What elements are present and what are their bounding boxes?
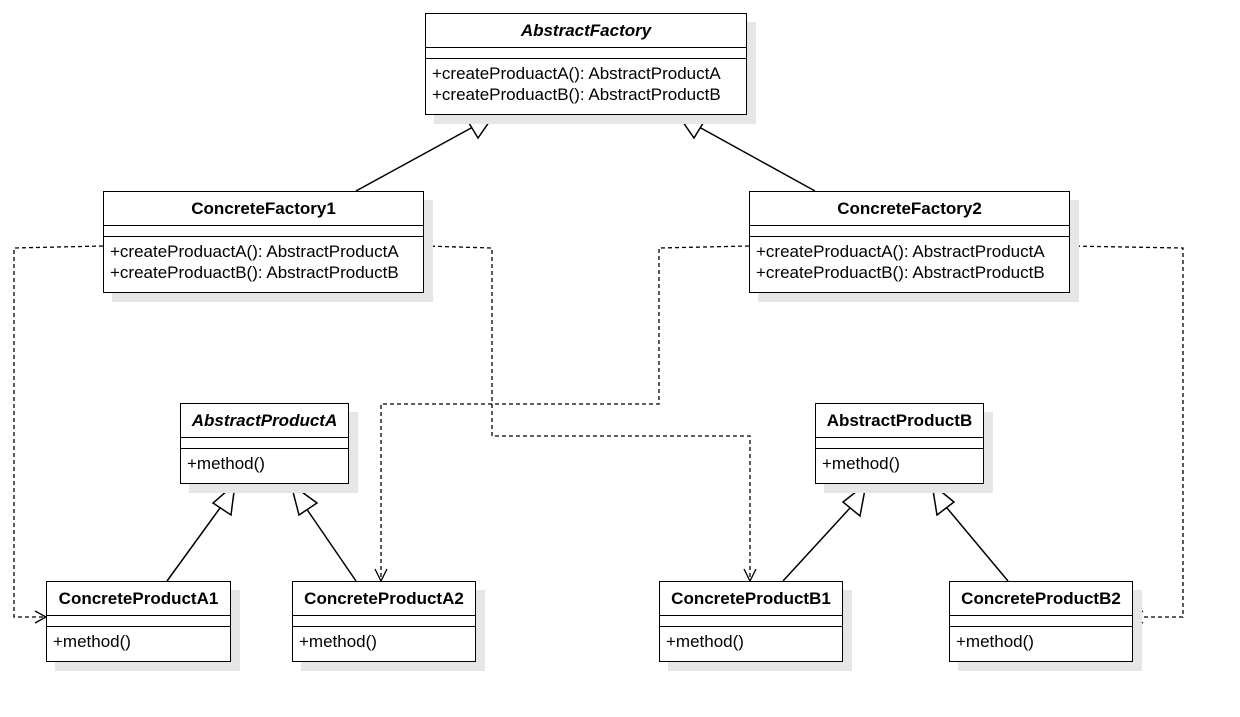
method: +method() [187,454,265,473]
class-methods: +method() [293,627,475,656]
class-attributes [750,226,1069,237]
class-abstract-product-a[interactable]: AbstractProductA +method() [180,403,349,484]
class-concrete-product-b1[interactable]: ConcreteProductB1 +method() [659,581,843,662]
method: +createProduactA(): AbstractProductA [110,242,399,261]
dependency-edge [1068,245,1184,618]
generalization-edge [698,126,816,192]
method: +method() [299,632,377,651]
class-name: ConcreteProductB1 [660,582,842,616]
class-attributes [181,438,348,449]
dependency-edge [423,245,751,580]
class-methods: +method() [660,627,842,656]
dependency-edge [13,245,104,618]
class-name: ConcreteFactory2 [750,192,1069,226]
method: +createProduactA(): AbstractProductA [432,64,721,83]
class-attributes [293,616,475,627]
method: +method() [956,632,1034,651]
method: +method() [666,632,744,651]
class-attributes [47,616,230,627]
class-concrete-factory-1[interactable]: ConcreteFactory1 +createProduactA(): Abs… [103,191,424,293]
class-concrete-factory-2[interactable]: ConcreteFactory2 +createProduactA(): Abs… [749,191,1070,293]
generalization-edge [305,507,357,582]
class-name: ConcreteFactory1 [104,192,423,226]
class-name: AbstractFactory [426,14,746,48]
generalization-arrowhead [289,482,319,517]
class-name: AbstractProductA [181,404,348,438]
generalization-arrowhead [462,114,496,140]
class-concrete-product-a2[interactable]: ConcreteProductA2 +method() [292,581,476,662]
method: +createProduactB(): AbstractProductB [110,263,399,282]
generalization-edge [166,507,221,582]
generalization-arrowhead [676,114,710,140]
method: +method() [53,632,131,651]
class-methods: +method() [47,627,230,656]
class-concrete-product-b2[interactable]: ConcreteProductB2 +method() [949,581,1133,662]
class-attributes [426,48,746,59]
class-name: ConcreteProductA2 [293,582,475,616]
class-attributes [816,438,983,449]
generalization-edge [782,507,851,582]
class-name: ConcreteProductB2 [950,582,1132,616]
generalization-arrowhead [841,482,868,518]
class-methods: +createProduactA(): AbstractProductA +cr… [426,59,746,109]
class-name: ConcreteProductA1 [47,582,230,616]
class-abstract-product-b[interactable]: AbstractProductB +method() [815,403,984,484]
method: +createProduactA(): AbstractProductA [756,242,1045,261]
method: +createProduactB(): AbstractProductB [756,263,1045,282]
method: +createProduactB(): AbstractProductB [432,85,721,104]
generalization-arrowhead [930,482,956,517]
class-methods: +method() [950,627,1132,656]
generalization-edge [355,126,474,192]
class-abstract-factory[interactable]: AbstractFactory +createProduactA(): Abst… [425,13,747,115]
class-methods: +method() [816,449,983,478]
class-methods: +method() [181,449,348,478]
class-concrete-product-a1[interactable]: ConcreteProductA1 +method() [46,581,231,662]
generalization-edge [946,507,1009,582]
method: +method() [822,454,900,473]
class-methods: +createProduactA(): AbstractProductA +cr… [750,237,1069,287]
class-methods: +createProduactA(): AbstractProductA +cr… [104,237,423,287]
class-attributes [950,616,1132,627]
dependency-edge [380,245,750,580]
generalization-arrowhead [211,482,236,517]
class-name: AbstractProductB [816,404,983,438]
class-attributes [660,616,842,627]
class-attributes [104,226,423,237]
